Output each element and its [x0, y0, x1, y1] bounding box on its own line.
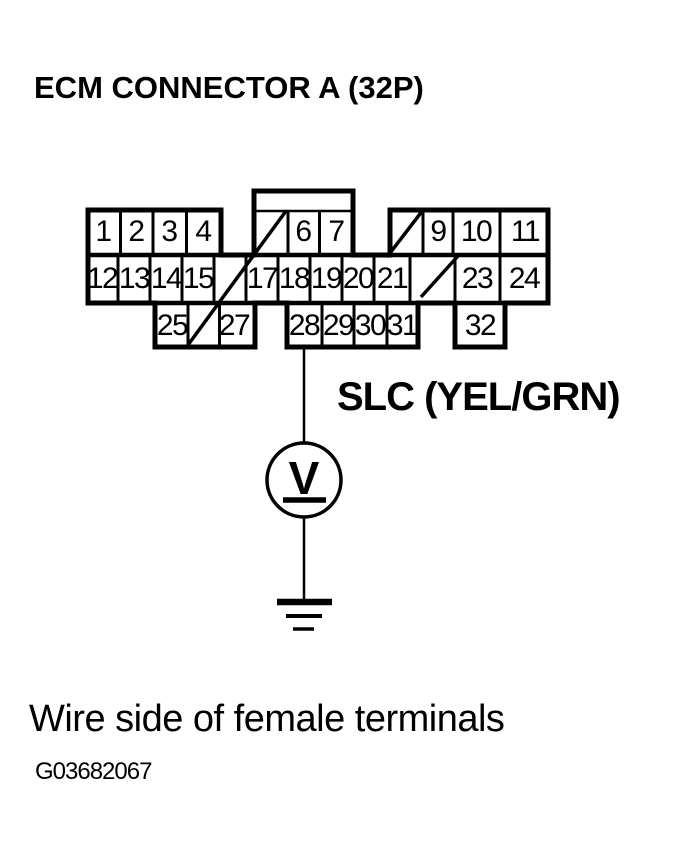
pin-1: 1 [95, 215, 112, 248]
pin-18: 18 [278, 262, 311, 295]
voltmeter-icon: V [265, 441, 343, 519]
pin-4: 4 [195, 215, 212, 248]
pin-29: 29 [322, 309, 355, 342]
pin-23: 23 [461, 262, 494, 295]
pin-3: 3 [161, 215, 178, 248]
pin-6: 6 [295, 215, 312, 248]
pin-31: 31 [386, 309, 419, 342]
ground-icon [277, 598, 332, 631]
connector-outline [85, 188, 551, 350]
pin-24: 24 [508, 262, 541, 295]
figure-id: G03682067 [35, 758, 152, 785]
missing-pin-slashes [186, 208, 460, 347]
voltmeter-symbol: V [289, 452, 320, 504]
pin-25: 25 [156, 309, 189, 342]
pin-10: 10 [460, 215, 493, 248]
caption-text: Wire side of female terminals [29, 698, 505, 740]
pin-14: 14 [150, 262, 183, 295]
pin-2: 2 [128, 215, 145, 248]
cell-dividers [116, 212, 502, 345]
pin-30: 30 [354, 309, 387, 342]
missing-pin-slash-26-16-5 [186, 209, 288, 347]
pin-13: 13 [118, 262, 151, 295]
pin-7: 7 [328, 215, 345, 248]
pin-11: 11 [510, 215, 541, 248]
missing-pin-slash-8 [385, 208, 425, 259]
ecm-connector-housing [85, 188, 551, 350]
missing-pin-slash-22 [419, 254, 460, 299]
pin-12: 12 [86, 262, 119, 295]
wire-color-label: SLC (YEL/GRN) [337, 375, 621, 419]
pin-17: 17 [246, 262, 279, 295]
pin-21: 21 [376, 262, 409, 295]
pin-15: 15 [182, 262, 215, 295]
pin-9: 9 [430, 215, 447, 248]
pin-28: 28 [288, 309, 321, 342]
pin-20: 20 [342, 262, 375, 295]
pin-27: 27 [218, 309, 251, 342]
pin-19: 19 [310, 262, 343, 295]
pin-32: 32 [464, 309, 497, 342]
diagram-title: ECM CONNECTOR A (32P) [34, 70, 424, 105]
